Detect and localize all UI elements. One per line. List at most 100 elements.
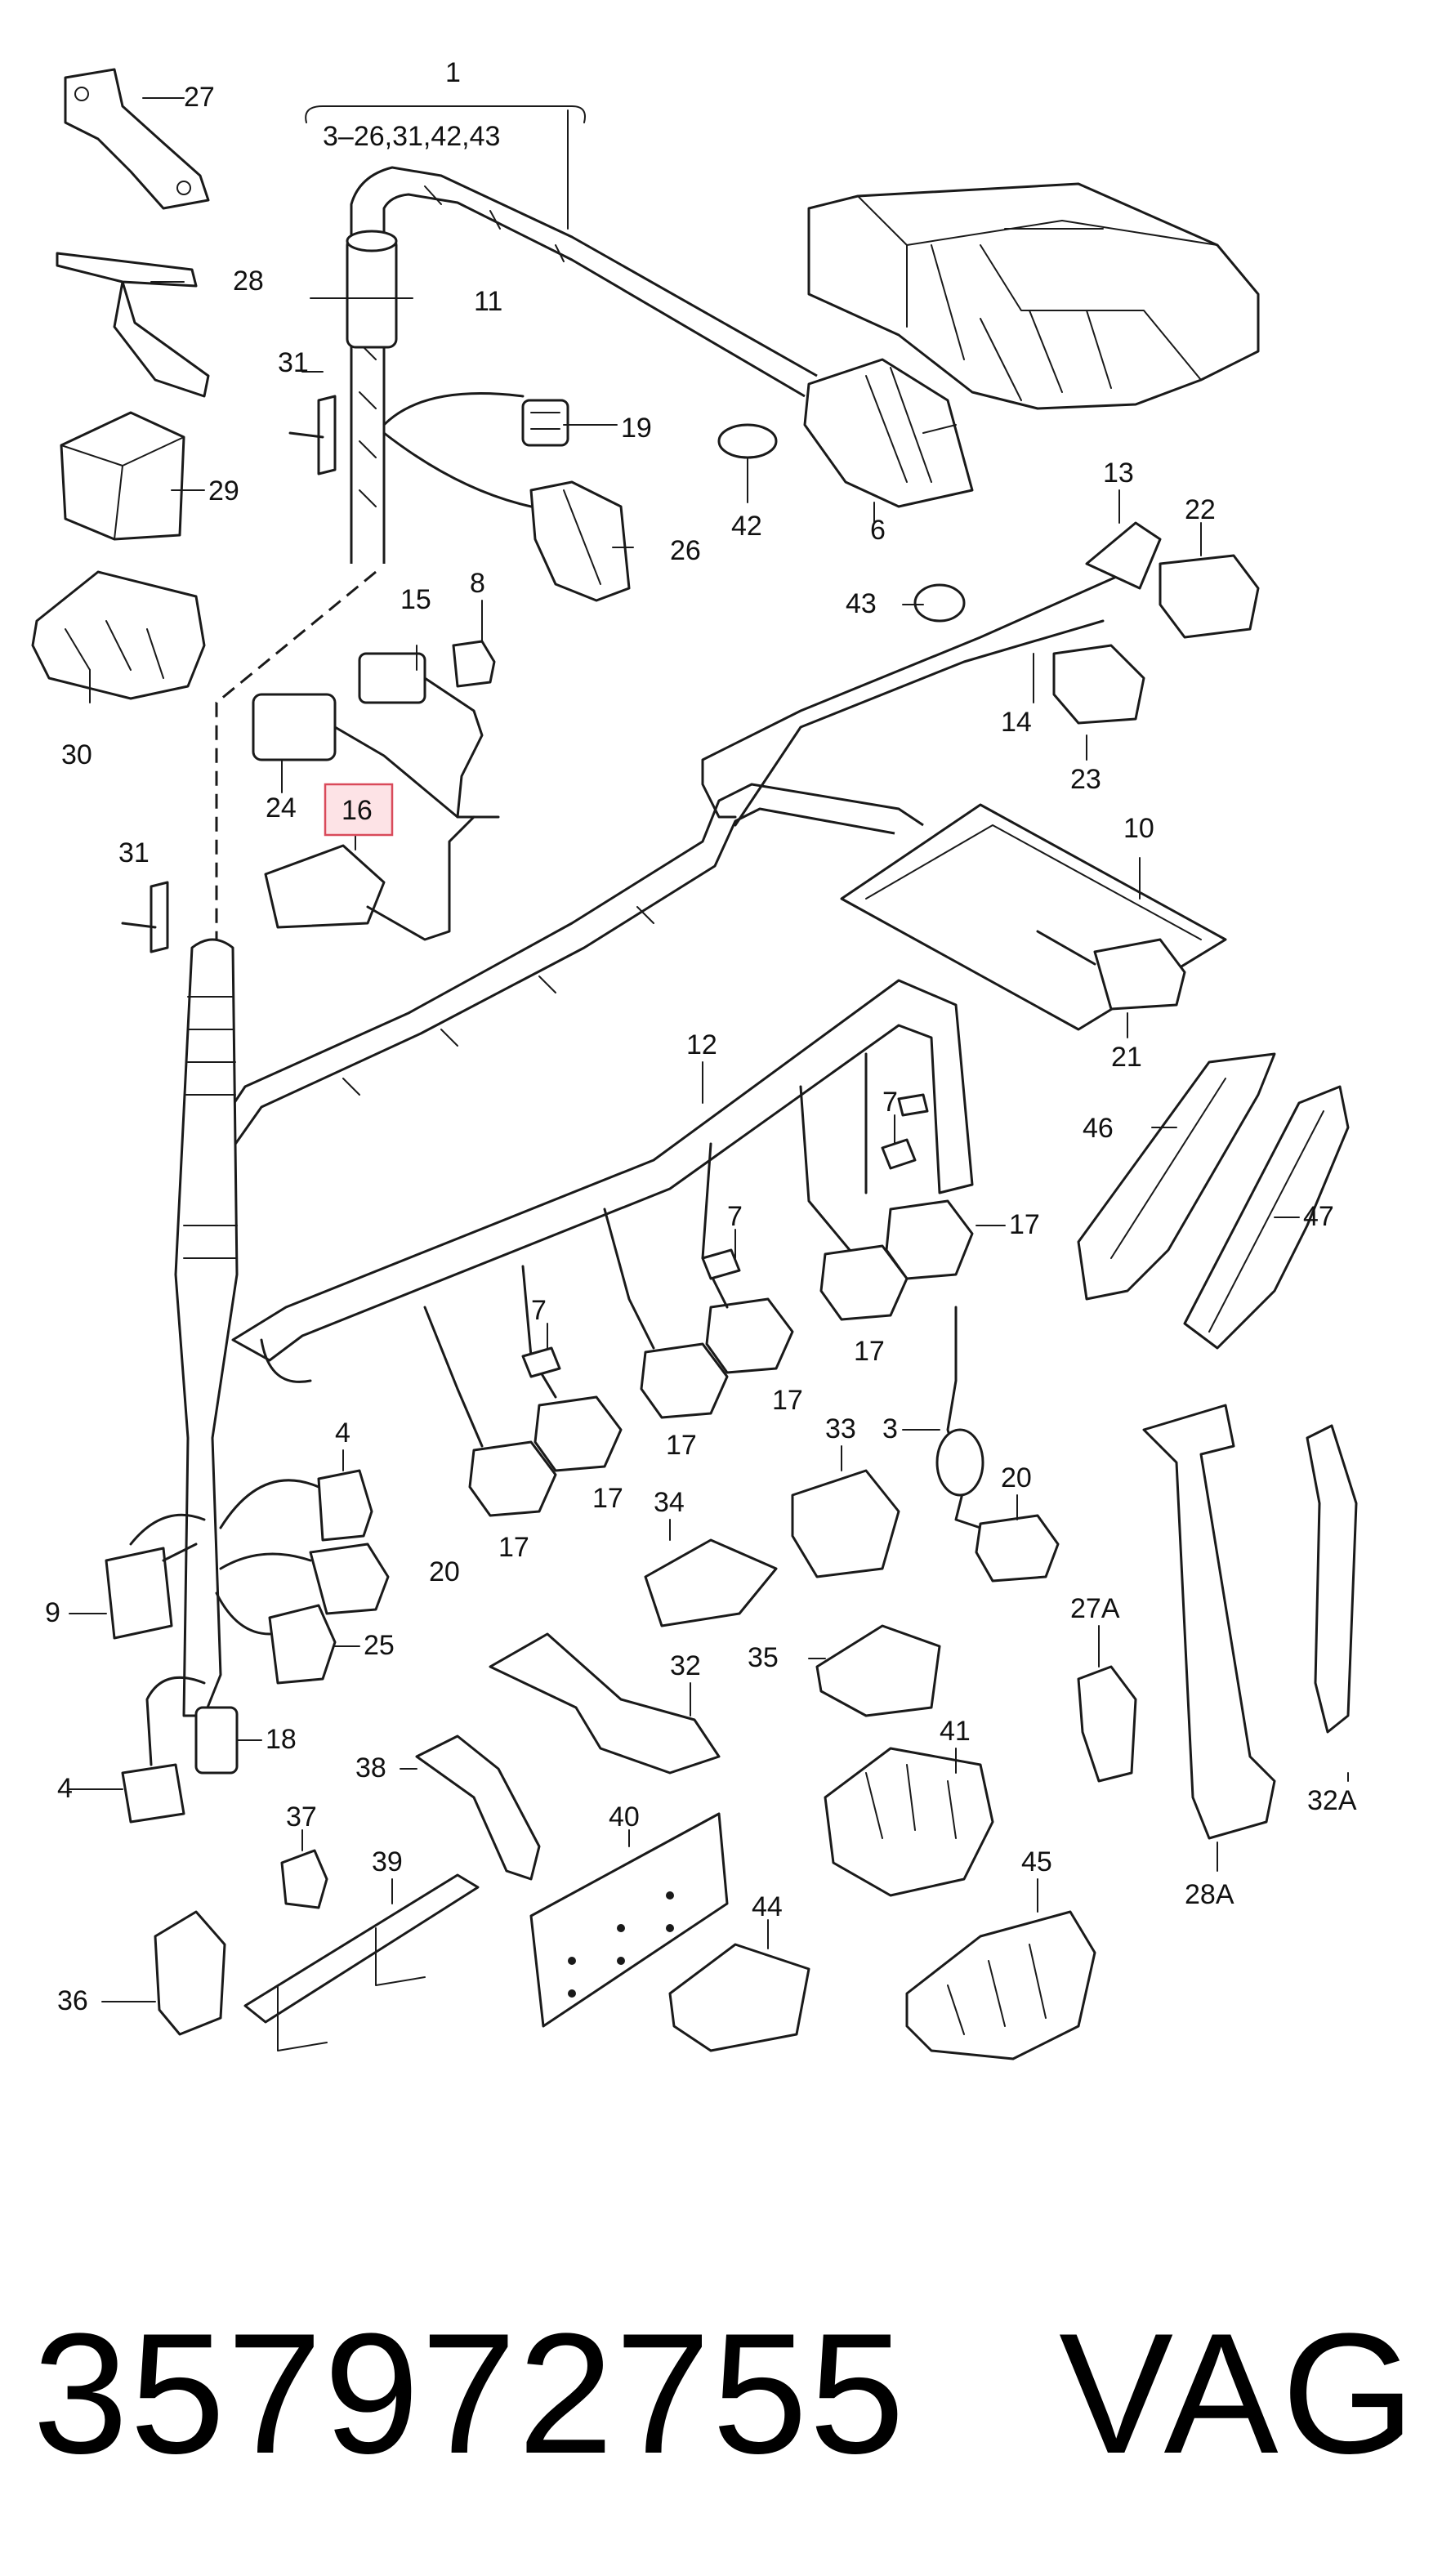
callout-20-right: 20 [1001,1462,1032,1493]
callout-17-a: 17 [1009,1209,1040,1240]
bracket-33 [791,1469,900,1578]
callout-17-e: 17 [592,1483,623,1514]
callout-7-a: 7 [882,1087,898,1118]
callout-8: 8 [470,568,485,599]
callout-38: 38 [355,1752,386,1784]
bracket-28 [56,252,210,398]
clip-31-upper [288,395,337,475]
injector-connector-17-d [640,1342,729,1419]
callout-44: 44 [752,1891,783,1922]
callout-19: 19 [621,413,652,444]
bracket-44 [668,1943,810,2052]
callout-17-f: 17 [498,1532,529,1563]
clips-7 [521,1093,929,1378]
callout-24: 24 [266,792,297,824]
callout-29: 29 [208,475,239,507]
callout-10: 10 [1123,813,1154,844]
plate-40 [529,1812,729,2028]
connector-20-left [219,1542,390,1615]
fuel-rail-12 [231,979,974,1383]
callout-7-b: 7 [727,1201,743,1232]
callout-17-c: 17 [772,1385,803,1416]
control-unit [807,182,1260,410]
harness-mid-run [194,570,1129,1177]
clip-31-lower [121,881,169,953]
callout-37: 37 [286,1801,317,1833]
callout-41: 41 [940,1716,971,1747]
callout-28a: 28A [1185,1879,1234,1910]
callout-leaders [69,97,1349,2002]
callout-26: 26 [670,535,701,566]
clip-36 [154,1910,226,2036]
holder-45 [905,1910,1096,2060]
bracket-32a [1306,1424,1358,1734]
footer: 357972755 VAG [0,2271,1451,2516]
bracket-27 [64,68,210,210]
callout-27a: 27A [1070,1593,1120,1624]
callout-16-highlight [324,783,394,837]
connector-21 [1036,930,1186,1011]
callout-17-d: 17 [666,1430,697,1461]
callout-14: 14 [1001,707,1032,738]
connector-13 [1085,521,1162,590]
bracket-29 [60,411,185,541]
callout-7-c: 7 [531,1295,547,1326]
callout-16: 16 [342,795,373,826]
callout-1: 1 [445,57,461,88]
callout-31-lower: 31 [118,837,150,868]
sensor-lead-3 [935,1306,990,1538]
callout-40: 40 [609,1801,640,1833]
callout-23: 23 [1070,764,1101,795]
callout-35: 35 [748,1642,779,1673]
connector-24 [252,693,500,819]
part-number: 357972755 [33,2297,907,2489]
connector-16 [264,815,475,941]
bracket-35 [815,1624,941,1717]
callout-20-left: 20 [429,1556,460,1587]
connector-22 [1159,554,1260,639]
callout-30: 30 [61,739,92,770]
callout-22: 22 [1185,494,1216,525]
connector-23 [1052,644,1145,725]
callout-43: 43 [846,588,877,619]
callout-31-upper: 31 [278,347,309,378]
bracket-38 [415,1734,541,1881]
callout-36: 36 [57,1985,88,2016]
connector-25 [215,1592,337,1685]
callout-33: 33 [825,1413,856,1444]
connector-15 [358,652,484,819]
callout-39: 39 [372,1846,403,1877]
connector-19 [382,392,569,447]
connector-6 [803,358,974,508]
leader-dashed [215,570,377,940]
brand-label: VAG [1059,2297,1418,2489]
holder-30 [31,570,206,700]
connector-20-right [975,1514,1060,1583]
callout-32a: 32A [1307,1785,1357,1816]
callout-12: 12 [686,1029,717,1060]
callout-45: 45 [1021,1846,1052,1877]
callout-32: 32 [670,1650,701,1681]
bracket-34 [644,1538,778,1627]
callout-47: 47 [1303,1201,1334,1232]
cover-47 [1183,1085,1350,1350]
callout-9: 9 [45,1597,60,1628]
injector-connector-17-c [705,1297,794,1374]
bracket-27a [1077,1665,1137,1783]
harness-main-trunk [350,166,818,564]
connector-8 [452,640,496,688]
callout-27: 27 [184,82,215,113]
callout-4-lower: 4 [57,1773,73,1804]
bracket-32 [489,1632,721,1775]
callout-4-upper: 4 [335,1417,350,1449]
callout-42: 42 [731,511,762,542]
callout-21: 21 [1111,1042,1142,1073]
bracket-28a [1142,1404,1276,1840]
clamp-43 [913,583,966,623]
callout-25: 25 [364,1630,395,1661]
callout-34: 34 [654,1487,685,1518]
connector-26 [382,431,631,602]
callout-6: 6 [870,515,886,546]
connector-18 [194,1706,239,1775]
